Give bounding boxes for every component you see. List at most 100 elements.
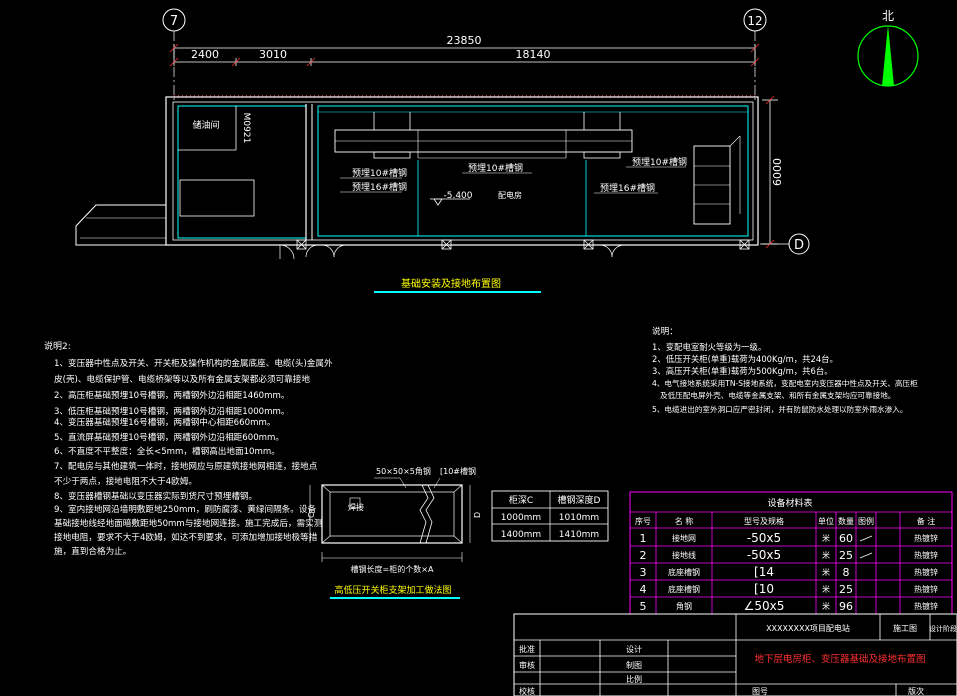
- dim-seg3: 18140: [516, 48, 551, 61]
- material-cell: 角钢: [676, 601, 692, 611]
- dim-table-cell: 1410mm: [559, 530, 599, 540]
- material-cell: 热镀锌: [914, 567, 938, 577]
- material-header-remark: 备 注: [917, 516, 936, 526]
- material-header-qty: 数量: [838, 516, 854, 526]
- channel-label-16a: 预埋16#槽钢: [352, 181, 407, 193]
- notes-right: 说明： 1、变配电室耐火等级为一级。 2、低压开关柜(单重)载荷为400Kg/m…: [652, 325, 918, 414]
- notes-left-heading: 说明2:: [44, 340, 71, 352]
- notes-left-line-9: 不少于两点，接地电阻不大于4欧姆。: [54, 475, 197, 487]
- tb-stage-label: 设计阶段: [929, 624, 957, 633]
- dim-table-header-2: 槽钢深度D: [558, 494, 601, 506]
- north-label: 北: [882, 9, 894, 23]
- notes-right-line-3: 3、高压开关柜(单重)载荷为500Kg/m，共6台。: [652, 366, 833, 376]
- detail-title: 高低压开关柜支架加工做法图: [334, 584, 451, 596]
- dim-total: 23850: [447, 34, 482, 47]
- material-cell: 25: [839, 549, 853, 562]
- axis-label-right: 12: [747, 14, 762, 28]
- axis-markers: 7 12 D: [162, 8, 810, 255]
- tb-project: XXXXXXXX项目配电站: [766, 623, 850, 633]
- tb-review: 审核: [519, 660, 535, 670]
- detail-dim-c: C: [307, 512, 316, 518]
- bracket-detail: 50×50×5角钢 [10#槽钢 焊接 C D 槽钢长度=柜的个数×A 高低压开…: [307, 466, 482, 599]
- dim-table-cell: 1010mm: [559, 513, 599, 523]
- tb-approve: 批准: [519, 644, 535, 654]
- axis-label-left: 7: [170, 14, 178, 29]
- detail-dim-d: D: [473, 512, 482, 518]
- material-cell: 热镀锌: [914, 601, 938, 611]
- material-cell: [14: [754, 565, 774, 579]
- material-table: 设备材料表 序号 名 称 型号及规格 单位 数量 图例 备 注 1 接地网 -5…: [629, 491, 953, 615]
- tb-scale: 比例: [626, 674, 642, 684]
- material-title: 设备材料表: [767, 497, 812, 509]
- notes-right-line-1: 1、变配电室耐火等级为一级。: [652, 342, 766, 352]
- detail-bottom-label: 槽钢长度=柜的个数×A: [351, 564, 434, 574]
- material-cell: ∠50x5: [744, 599, 785, 613]
- dim-table-cell: 1400mm: [501, 530, 541, 540]
- tb-check: 校核: [519, 686, 535, 696]
- notes-left-line-3: 2、高压柜基础预埋10号槽钢，两槽钢外边沿相距1460mm。: [54, 389, 290, 401]
- material-cell: 底座槽钢: [668, 584, 700, 594]
- material-cell: 米: [822, 533, 830, 543]
- notes-right-line-6: 5、电缆进出的室外洞口应严密封闭，并有防鼠防水处理以防室外雨水渗入。: [652, 404, 907, 414]
- legend-ground-wire-icon: [859, 552, 873, 559]
- material-cell: 米: [822, 567, 830, 577]
- channel-label-10b: 预埋10#槽钢: [468, 162, 523, 174]
- tb-design: 设计: [626, 644, 642, 654]
- notes-left-line-7: 6、不直度不平整度：全长<5mm，槽钢高出地面10mm。: [54, 445, 280, 457]
- legend-ground-net-icon: [859, 535, 873, 542]
- notes-left-line-8: 7、配电房与其他建筑一体时，接地网应与原建筑接地网相连，接地点: [54, 460, 318, 472]
- plan-title: 基础安装及接地布置图: [401, 277, 501, 290]
- channel-label-16b: 预埋16#槽钢: [600, 182, 655, 194]
- detail-top-label: 50×50×5角钢: [376, 466, 431, 476]
- door-code: M0921: [241, 113, 251, 144]
- dimension-table: 柜深C 槽钢深度D 1000mm 1010mm 1400mm 1410mm: [491, 490, 609, 542]
- notes-left-line-2: 皮(壳)、电缆保护管、电缆桥架等以及所有金属支架都必须可靠接地: [54, 373, 310, 385]
- dim-seg1: 2400: [191, 48, 219, 61]
- notes-left-line-13: 接地电阻，要求不大于4欧姆，如达不到要求，可添加增加接地极等措: [54, 531, 318, 543]
- notes-left-line-6: 5、直流屏基础预埋10号槽钢，两槽钢外边沿相距600mm。: [54, 431, 284, 443]
- notes-left-line-1: 1、变压器中性点及开关、开关柜及操作机构的金属底座、电缆(头)金属外: [54, 357, 333, 369]
- dimension-lines: [169, 43, 778, 249]
- notes-left: 说明2: 1、变压器中性点及开关、开关柜及操作机构的金属底座、电缆(头)金属外 …: [44, 340, 333, 557]
- material-cell: 1: [640, 532, 647, 545]
- material-cell: -50x5: [747, 531, 781, 545]
- material-cell: 米: [822, 550, 830, 560]
- tb-draw: 制图: [626, 660, 642, 670]
- material-cell: 96: [839, 600, 853, 613]
- dim-table-cell: 1000mm: [501, 513, 541, 523]
- notes-right-line-2: 2、低压开关柜(单重)载荷为400Kg/m，共24台。: [652, 354, 838, 364]
- channel-label-10c: 预埋10#槽钢: [632, 156, 687, 168]
- material-cell: 60: [839, 532, 853, 545]
- material-cell: 米: [822, 601, 830, 611]
- dim-table-header-1: 柜深C: [509, 494, 533, 506]
- material-cell: 8: [843, 566, 850, 579]
- material-cell: [10: [754, 582, 774, 596]
- material-header-spec: 型号及规格: [744, 516, 784, 526]
- axis-label-row: D: [794, 238, 804, 253]
- material-cell: 热镀锌: [914, 550, 938, 560]
- material-cell: 2: [640, 549, 647, 562]
- material-header-name: 名 称: [675, 516, 694, 526]
- notes-left-line-4: 3、低压柜基础预埋10号槽钢，两槽钢外边沿相距1000mm。: [54, 405, 290, 417]
- floor-plan: M0921 储油间 配电房 -5.400 预埋10#槽钢 预埋16#槽钢 预埋1…: [75, 95, 759, 293]
- detail-inner-label: 焊接: [348, 502, 364, 512]
- material-cell: 热镀锌: [914, 533, 938, 543]
- room-main-label: 配电房: [498, 190, 522, 200]
- material-cell: 接地网: [672, 533, 696, 543]
- elevation-label: -5.400: [443, 191, 472, 201]
- room-small-label: 储油间: [192, 119, 219, 131]
- dim-depth: 6000: [771, 158, 784, 186]
- notes-left-line-10: 8、变压器槽钢基础以变压器实际到货尺寸预埋槽钢。: [54, 490, 257, 502]
- tb-stage: 施工图: [893, 623, 917, 633]
- dim-seg2: 3010: [259, 48, 287, 61]
- notes-left-line-14: 施，直到合格为止。: [54, 545, 131, 557]
- material-cell: 5: [640, 600, 647, 613]
- material-cell: -50x5: [747, 548, 781, 562]
- notes-left-line-11: 9、室内接地网沿墙明敷距地250mm，刷防腐漆、黄绿间隔条。设备: [54, 503, 316, 515]
- title-block: XXXXXXXX项目配电站 施工图 设计阶段 地下层电房柜、变压器基础及接地布置…: [513, 613, 957, 696]
- detail-right-label: [10#槽钢: [440, 466, 476, 476]
- north-arrow: 北: [857, 9, 919, 87]
- notes-right-heading: 说明：: [652, 325, 678, 337]
- notes-left-line-5: 4、变压器基础预埋16号槽钢，两槽钢中心相距660mm。: [54, 416, 275, 428]
